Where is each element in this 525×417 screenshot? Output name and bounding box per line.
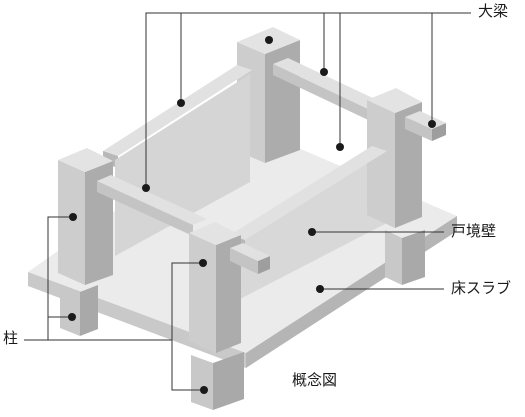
column-front-right — [189, 222, 241, 353]
beam-stub-front-right — [230, 243, 270, 274]
beam-back — [273, 58, 398, 127]
leader-column — [24, 216, 73, 341]
label-beam: 大梁 — [478, 2, 509, 20]
diagram-caption: 概念図 — [292, 371, 338, 389]
leader-beam — [145, 12, 471, 188]
column-stub-front-left — [60, 284, 98, 336]
column-stub-front-right — [191, 352, 244, 410]
label-floor-slab: 床スラブ — [451, 279, 512, 297]
party-wall-right — [238, 142, 385, 300]
leader-dots — [68, 36, 436, 394]
label-column: 柱 — [3, 329, 19, 347]
column-stub-back-right — [385, 230, 425, 285]
label-party-wall: 戸境壁 — [451, 222, 497, 240]
beam-front — [97, 175, 207, 236]
